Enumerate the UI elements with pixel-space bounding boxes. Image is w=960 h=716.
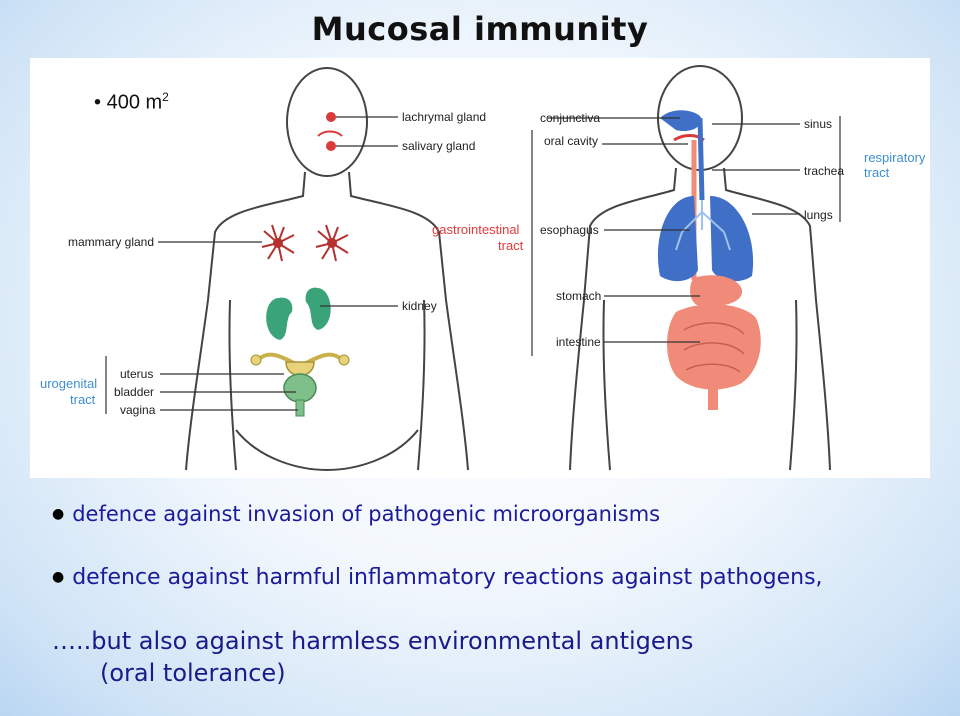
head-glands <box>317 112 343 151</box>
bullet-oral-tolerance: (oral tolerance) <box>100 659 286 687</box>
slide-title: Mucosal immunity <box>311 10 649 48</box>
bullet-marker: • <box>94 91 102 114</box>
bronchi <box>675 200 731 251</box>
urogenital-organs <box>250 352 350 417</box>
left-leader-lines <box>105 116 398 414</box>
label-stomach: stomach <box>556 289 601 303</box>
bullet-text: defence against invasion of pathogenic m… <box>72 502 661 526</box>
lachrymal-gland-dot <box>326 112 336 122</box>
label-oral-cavity: oral cavity <box>544 134 598 148</box>
surface-area-value: 400 m <box>106 91 163 114</box>
label-lachrymal-gland: lachrymal gland <box>402 110 486 124</box>
label-kidney: kidney <box>402 299 437 313</box>
label-mammary-gland: mammary gland <box>68 235 154 249</box>
label-urogenital-tract-2: tract <box>70 392 96 407</box>
right-leader-lines <box>531 116 841 356</box>
bullet-defence-inflammatory: ● defence against harmful inflammatory re… <box>52 565 823 590</box>
gut <box>667 275 761 410</box>
label-bladder: bladder <box>114 385 154 399</box>
mammary-glands <box>261 224 349 262</box>
bullet-text: defence against harmful inflammatory rea… <box>72 565 823 590</box>
label-respiratory-tract-1: respiratory <box>864 150 926 165</box>
label-urogenital-tract-1: urogenital <box>40 376 97 391</box>
label-lungs: lungs <box>804 208 833 222</box>
bullet-harmless-antigens: …..but also against harmless environment… <box>52 627 694 655</box>
salivary-gland-dot <box>326 141 336 151</box>
label-esophagus: esophagus <box>540 223 599 237</box>
lungs <box>657 196 754 282</box>
label-intestine: intestine <box>556 335 601 349</box>
bullet-dot: ● <box>52 506 65 522</box>
label-gi-tract-2: tract <box>498 238 524 253</box>
label-respiratory-tract-2: tract <box>864 165 890 180</box>
label-conjunctiva: conjunctiva <box>540 111 600 125</box>
diagram-panel <box>30 58 930 478</box>
surface-area-bullet: • 400 m2 <box>94 90 169 115</box>
bullet-defence-invasion: ● defence against invasion of pathogenic … <box>52 502 660 526</box>
label-trachea: trachea <box>804 164 844 178</box>
label-vagina: vagina <box>120 403 156 417</box>
label-salivary-gland: salivary gland <box>402 139 475 153</box>
label-sinus: sinus <box>804 117 832 131</box>
label-uterus: uterus <box>120 367 153 381</box>
surface-area-superscript: 2 <box>162 90 169 104</box>
left-body-outline <box>185 67 469 472</box>
label-gi-tract-1: gastrointestinal <box>432 222 520 237</box>
bullet-dot: ● <box>52 569 65 585</box>
kidneys <box>266 287 331 340</box>
